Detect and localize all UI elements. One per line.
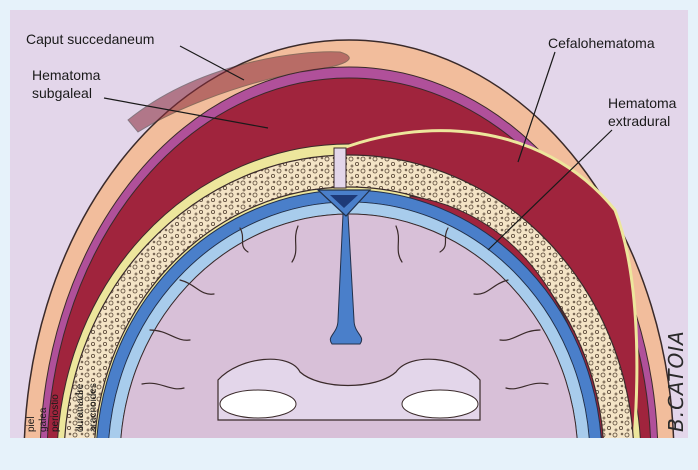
label-hematoma-subgaleal-line2: subgaleal xyxy=(32,85,92,101)
layer-label-galea: galea xyxy=(38,407,49,432)
layer-label-periostio: periostio xyxy=(50,394,61,432)
sagittal-suture xyxy=(334,148,346,188)
layer-label-piel: piel xyxy=(26,416,37,432)
label-hematoma-subgaleal-line1: Hematoma xyxy=(32,67,101,83)
left-lateral-ventricle xyxy=(220,390,296,418)
label-caput-succedaneum: Caput succedaneum xyxy=(26,31,154,47)
layer-label-duramadre: duramadre xyxy=(75,383,86,432)
layer-label-aracnoides: aracnoides xyxy=(88,383,99,432)
label-hematoma-extradural-line2: extradural xyxy=(608,113,670,129)
right-lateral-ventricle xyxy=(402,390,478,418)
label-cefalohematoma: Cefalohematoma xyxy=(548,35,655,51)
artist-signature: B.CATOIA xyxy=(664,330,688,432)
label-hematoma-extradural-line1: Hematoma xyxy=(608,95,677,111)
